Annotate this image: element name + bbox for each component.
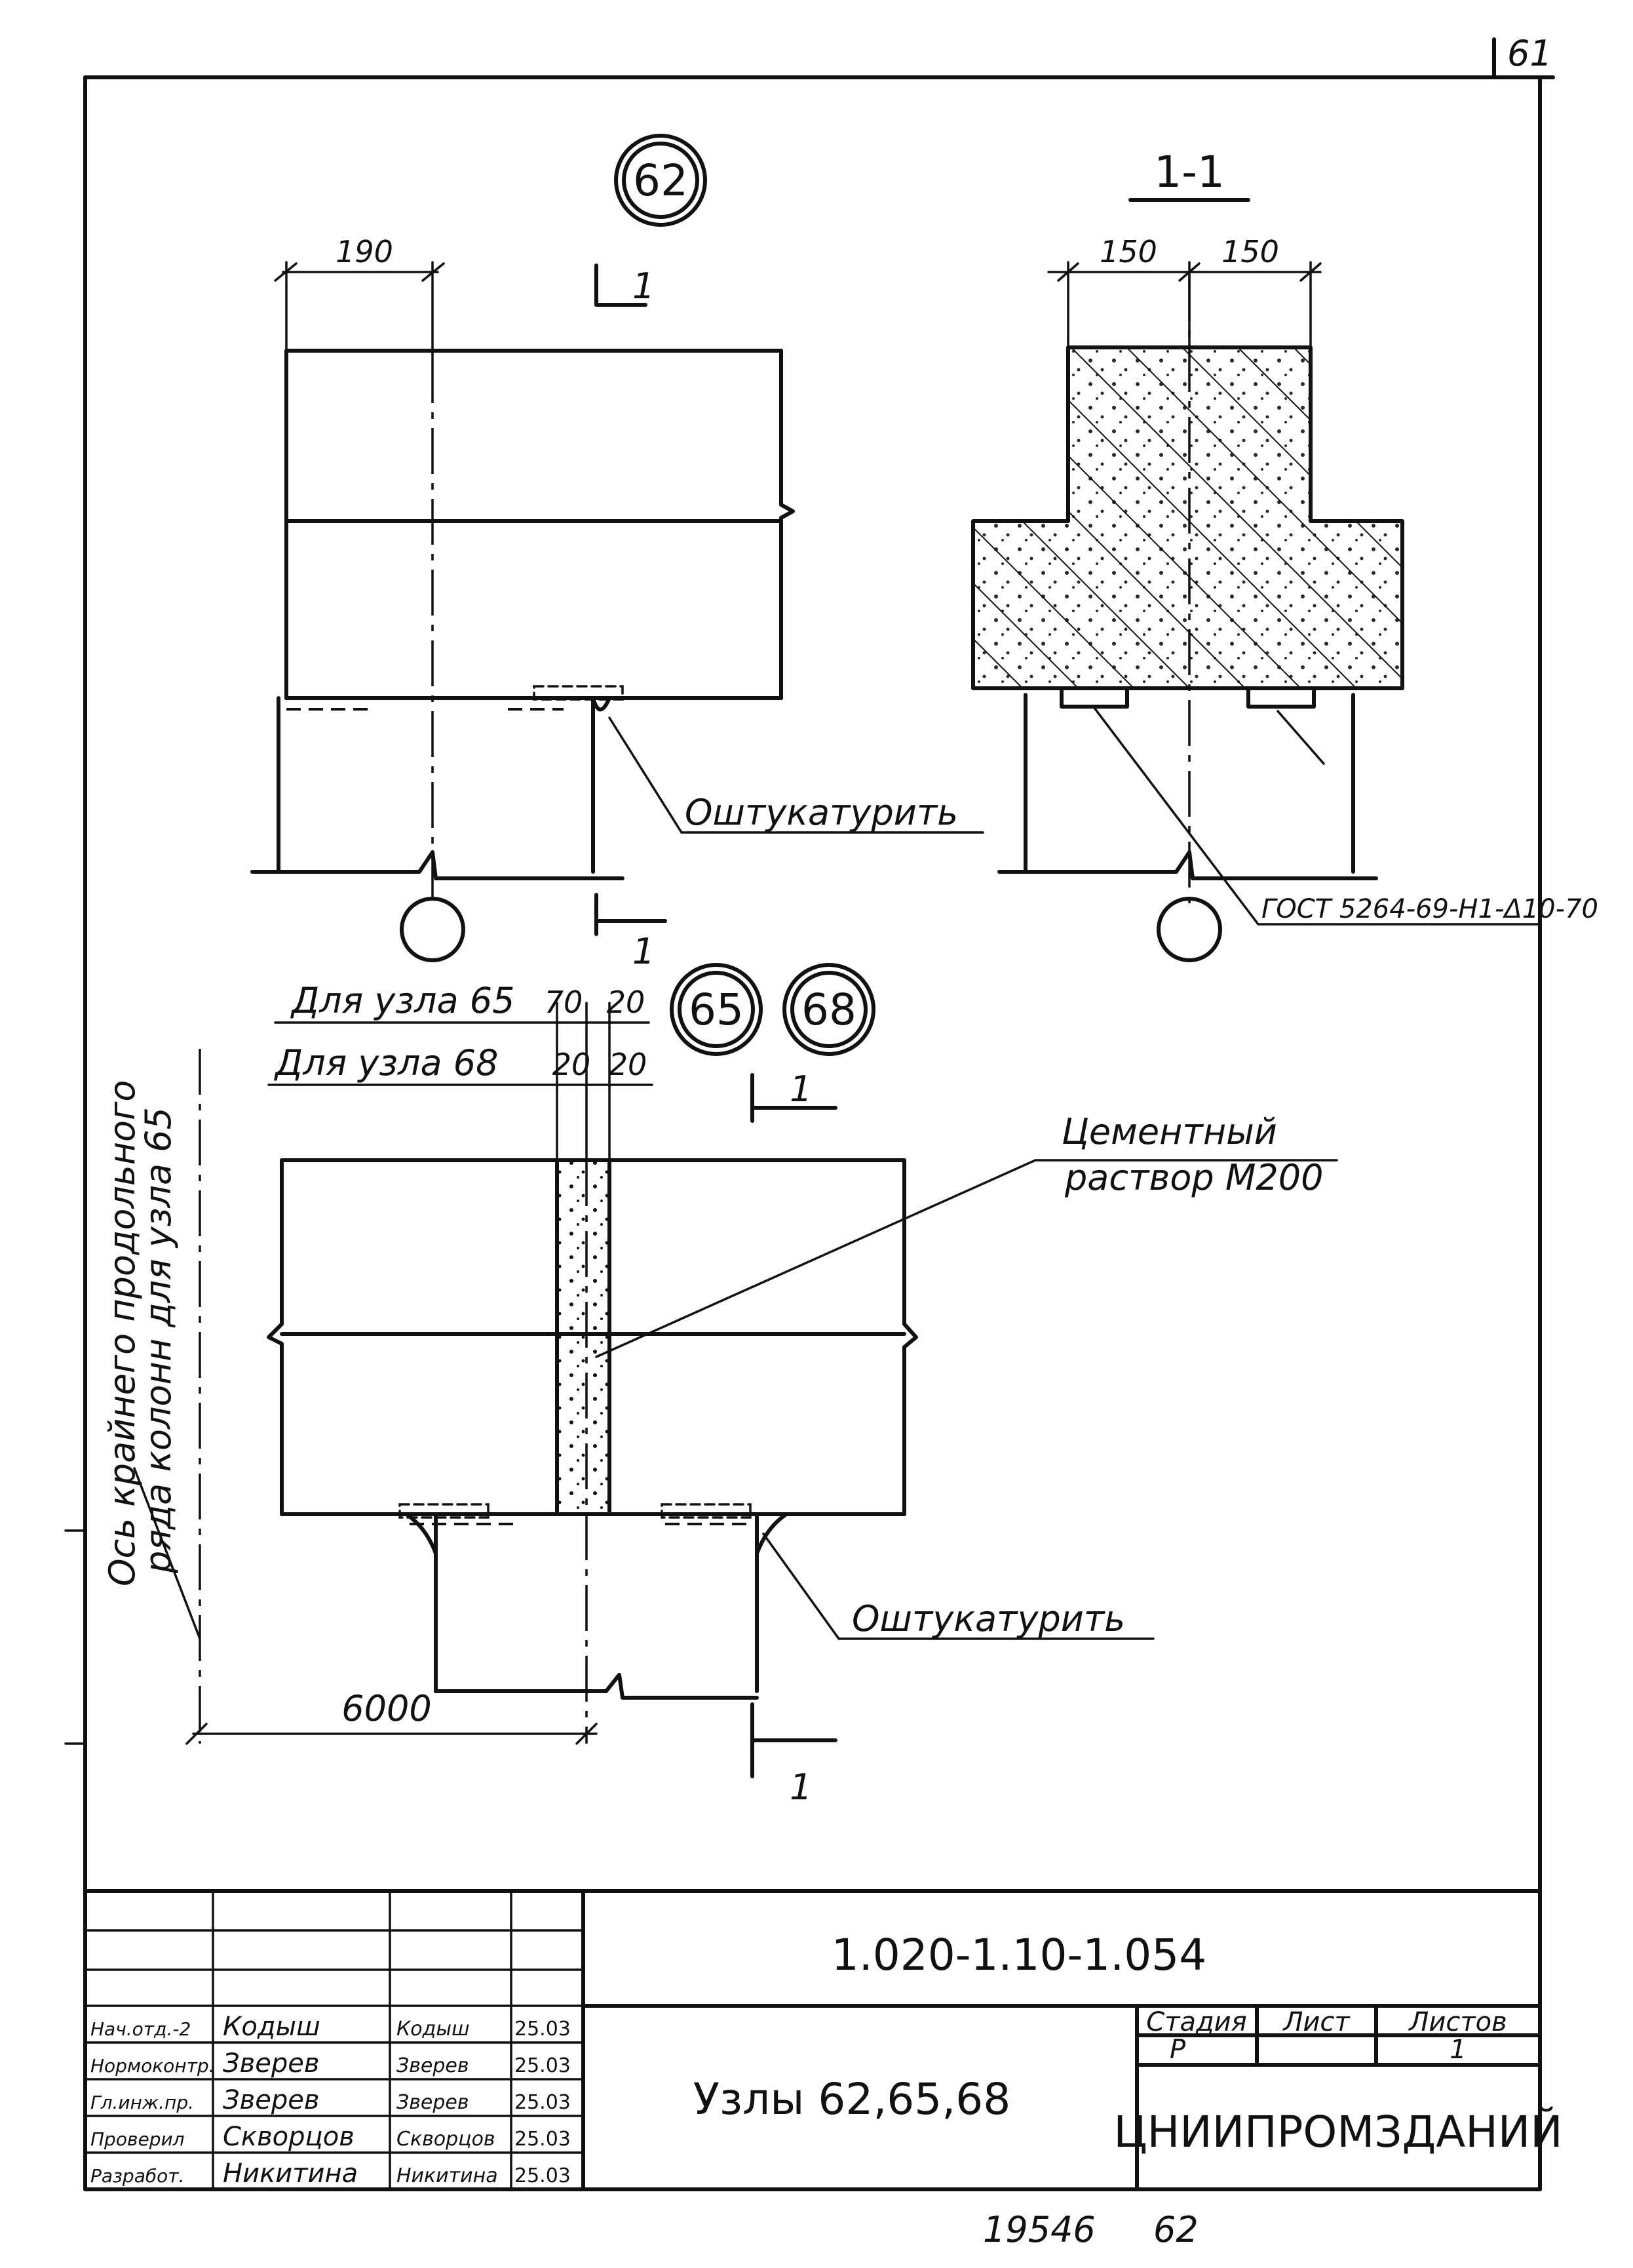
- mortar-joint: [557, 1160, 609, 1514]
- node-62-plaster-note: Оштукатурить: [685, 792, 958, 833]
- axis-note-line-1: Ось крайнего продольного: [102, 1080, 143, 1586]
- for-node-68-dim-2: 20: [609, 1047, 647, 1082]
- for-node-68-dim-1: 20: [552, 1047, 591, 1082]
- signature-rows: Нач.отд.-2 Кодыш Кодыш 25.03 Нормоконтр.…: [90, 2012, 571, 2189]
- row-role: Разработ.: [90, 2165, 184, 2187]
- row-name: Зверев: [223, 2048, 319, 2079]
- axis-note-line-2: ряда колонн для узла 65: [138, 1107, 179, 1574]
- row-signature: Зверев: [396, 2054, 469, 2077]
- for-node-65-label: Для узла 65: [290, 980, 515, 1021]
- stage-value: Р: [1170, 2035, 1186, 2065]
- dim-6000: 6000: [341, 1688, 431, 1729]
- section-gost-note: ГОСТ 5264-69-Н1-Δ10-70: [1261, 894, 1598, 924]
- drawing-title: Узлы 62,65,68: [693, 2074, 1011, 2124]
- drawing-code: 1.020-1.10-1.054: [832, 1930, 1206, 1980]
- title-block: [83, 1889, 1542, 2191]
- node-65-68-section-mark-bottom: 1: [790, 1767, 812, 1808]
- row-name: Зверев: [223, 2085, 319, 2115]
- node-62-dim-190: 190: [336, 234, 393, 269]
- node-65-68-section-mark-top: 1: [790, 1068, 812, 1110]
- organization-name: ЦНИИПРОМЗДАНИЙ: [1113, 2106, 1562, 2157]
- corner-sheet-number: 61: [1507, 33, 1552, 74]
- sheets-header: Листов: [1408, 2007, 1507, 2037]
- row-signature: Никитина: [396, 2164, 498, 2187]
- sheet-header: Лист: [1282, 2007, 1351, 2037]
- bottom-note-right: 62: [1153, 2209, 1199, 2250]
- mortar-note-line-1: Цементный: [1062, 1111, 1277, 1152]
- mortar-note-line-2: раствор М200: [1064, 1157, 1323, 1198]
- row-signature: Скворцов: [396, 2128, 495, 2151]
- node-68-badge: 68: [801, 985, 856, 1035]
- row-signature: Кодыш: [396, 2018, 470, 2041]
- row-name: Кодыш: [223, 2012, 320, 2042]
- row-date: 25.03: [514, 2018, 571, 2041]
- section-1-1: 1-1 150 150 ГОСТ 5264-69-Н1-Δ10-70: [971, 147, 1598, 962]
- for-node-65-dim-2: 20: [607, 985, 645, 1020]
- row-date: 25.03: [514, 2164, 571, 2187]
- node-65-badge: 65: [689, 985, 744, 1035]
- row-date: 25.03: [514, 2128, 571, 2151]
- section-dim-left: 150: [1100, 234, 1157, 269]
- row-date: 25.03: [514, 2054, 571, 2077]
- section-title: 1-1: [1154, 147, 1225, 197]
- node-65-68-elevation: 65 68 Для узла 65 70 20 Для узла 68 20 2…: [64, 963, 1338, 1808]
- sheet-frame: [83, 37, 1555, 2191]
- row-role: Нач.отд.-2: [90, 2018, 191, 2040]
- row-role: Проверил: [90, 2128, 185, 2150]
- for-node-68-label: Для узла 68: [274, 1042, 499, 1084]
- bottom-note-left: 19546: [983, 2209, 1096, 2250]
- node-62-section-mark-top: 1: [632, 265, 655, 307]
- row-date: 25.03: [514, 2091, 571, 2114]
- node-62-section-mark-bottom: 1: [632, 931, 655, 972]
- row-role: Нормоконтр.: [90, 2055, 215, 2077]
- section-dim-right: 150: [1221, 234, 1279, 269]
- row-signature: Зверев: [396, 2091, 469, 2114]
- sheets-value: 1: [1450, 2035, 1466, 2065]
- node-65-68-plaster-note: Оштукатурить: [852, 1598, 1125, 1639]
- node-62-elevation: 62 190 1 Оштукатурить 1: [250, 134, 984, 972]
- row-name: Скворцов: [223, 2122, 355, 2152]
- row-role: Гл.инж.пр.: [90, 2092, 194, 2113]
- for-node-65-dim-1: 70: [545, 985, 583, 1020]
- node-62-badge: 62: [633, 155, 688, 206]
- stage-header: Стадия: [1146, 2007, 1246, 2037]
- row-name: Никитина: [223, 2159, 358, 2189]
